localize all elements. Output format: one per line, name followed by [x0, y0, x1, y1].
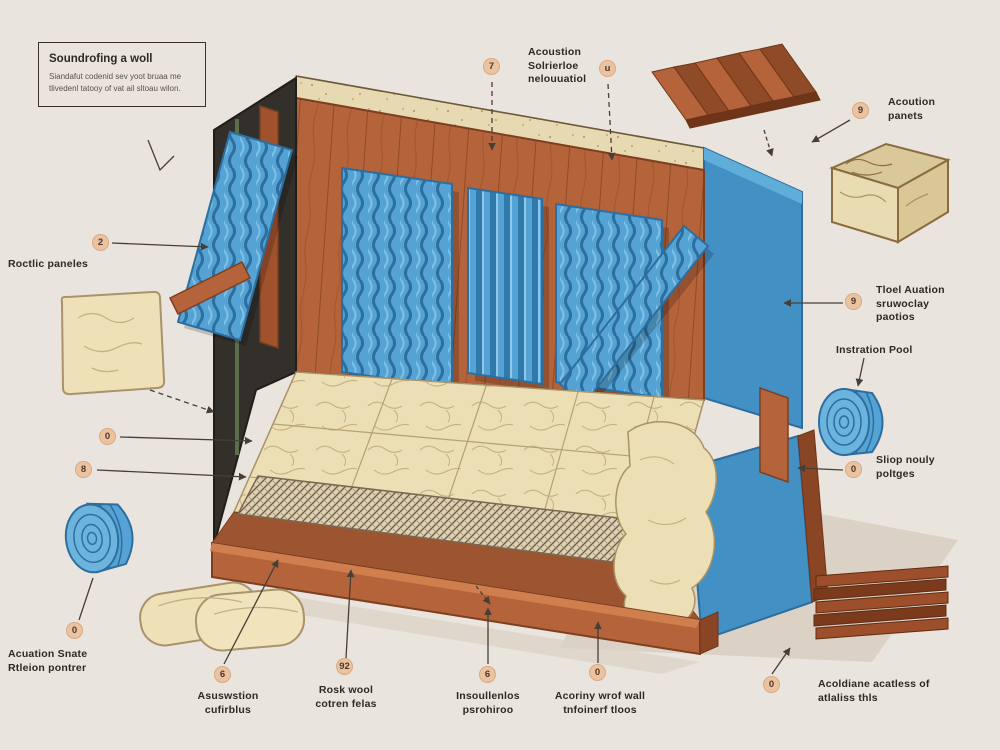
- wood-plank-stack: [651, 43, 821, 129]
- blue-roll-right: [818, 387, 884, 457]
- badge-0-bottom-left: 0: [66, 622, 83, 639]
- badge-2: 2: [92, 234, 109, 251]
- label-insulation-roll-left: Acuation Snate Rtleion pontrer: [8, 648, 88, 674]
- badge-6-a: 6: [214, 666, 231, 683]
- slat-stack: [813, 565, 949, 640]
- acoustic-panel-wavy-1: [341, 166, 453, 390]
- label-acoustic-insulation-top: Acoustion Solrierloe nelouuatiol: [528, 46, 587, 86]
- right-wood-stud: [759, 386, 789, 484]
- label-acoustic-panels-left: Roctlic paneles: [8, 258, 89, 270]
- badge-9-top: 9: [852, 102, 869, 119]
- label-sealing-strips: Sliop nouly poltges: [876, 454, 935, 480]
- label-acoustic-panels-right: Acoution panets: [888, 96, 936, 122]
- badge-0-d: 0: [763, 676, 780, 693]
- badge-0-left: 0: [99, 428, 116, 445]
- label-insulation-base: Insoullenlos psrohiroo: [456, 690, 520, 716]
- badge-92: 92: [336, 658, 353, 675]
- label-insulation-roll-right: Instration Pool: [836, 344, 913, 356]
- diagram-title: Soundrofing a woll: [49, 53, 153, 65]
- insulation-square: [60, 290, 166, 396]
- badge-0-right: 0: [845, 461, 862, 478]
- insulation-spill-texture: [639, 456, 687, 585]
- insulation-pillows: [139, 581, 306, 652]
- diagram-description: Siandafut codenid sev yoot bruaa me tliv…: [49, 72, 182, 93]
- label-wall-reinforcement: Acoriny wrof wall tnfoinerf tloos: [554, 690, 646, 716]
- badge-8-left: 8: [75, 461, 92, 478]
- badge-u: u: [599, 60, 616, 77]
- wall-assembly: [168, 75, 829, 656]
- badge-0-c: 0: [589, 664, 606, 681]
- title-box: Soundrofing a woll Siandafut codenid sev…: [38, 42, 206, 108]
- label-insulation-cushions: Asuswstion cufirblus: [197, 690, 259, 716]
- loose-wood-board: [168, 260, 252, 316]
- leader-lines: [78, 82, 865, 675]
- label-additional-slats: Acoldiane acatless of atlaliss thls: [818, 678, 930, 704]
- mesh-layer: [236, 475, 638, 563]
- label-rock-wool: Rosk wool cotren felas: [315, 684, 377, 710]
- label-wall-insulation-right: Tloel Auation sruwoclay paotios: [876, 284, 945, 324]
- badge-7: 7: [483, 58, 500, 75]
- badge-6-b: 6: [479, 666, 496, 683]
- acoustic-panel-ridged: [467, 186, 543, 386]
- insulation-box: [829, 142, 951, 244]
- blue-roll-left: [64, 502, 134, 574]
- badge-9-mid: 9: [845, 293, 862, 310]
